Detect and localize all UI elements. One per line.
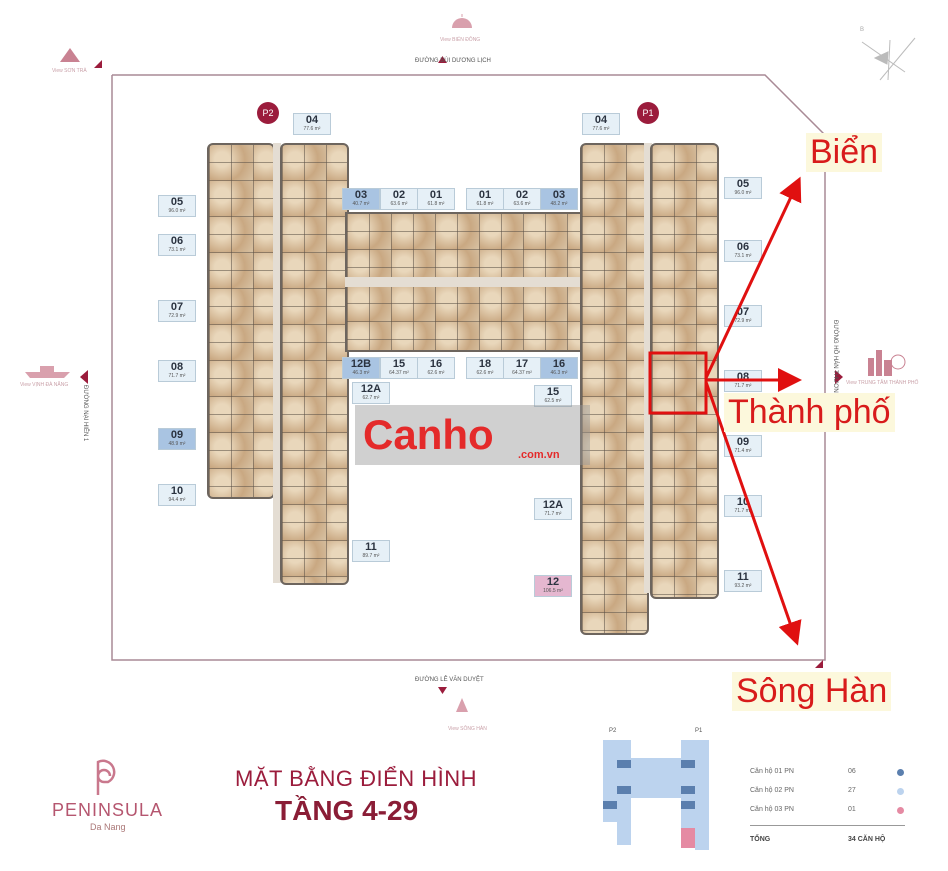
south-view-label: View SÔNG HÀN: [448, 726, 487, 732]
legend-dot-icon: [897, 769, 904, 776]
arrow-to-river-icon: [704, 381, 802, 646]
mini-p1-label: P1: [695, 728, 703, 734]
arrow-to-sea-icon: [704, 176, 802, 379]
plan-floors: TẦNG 4-29: [275, 795, 419, 826]
watermark-brand: Canho: [363, 411, 494, 458]
logo-name: PENINSULA: [52, 800, 164, 820]
east-view-label: View TRUNG TÂM THÀNH PHỐ: [846, 380, 919, 386]
sailboat-view-icon: [456, 698, 468, 712]
north-road-label: ĐƯỜNG BÙI DƯƠNG LỊCH: [415, 58, 491, 64]
legend-dot-icon: [897, 807, 904, 814]
south-road-label: ĐƯỜNG LÊ VĂN DUYỆT: [415, 677, 484, 683]
legend-label: Căn hộ 01 PN: [750, 768, 794, 775]
plan-title: MẶT BẰNG ĐIỂN HÌNH: [235, 766, 478, 791]
northwest-view-marker-icon: [94, 60, 102, 68]
watermark: Canho .com.vn: [355, 405, 590, 465]
p1-inner-wing: [580, 143, 649, 635]
north-view-label: View BIỂN ĐÔNG: [440, 37, 481, 43]
legend-count: 27: [848, 787, 856, 794]
legend-label: Căn hộ 03 PN: [750, 806, 794, 813]
p1-corridor: [644, 143, 652, 593]
legend-count: 01: [848, 806, 856, 813]
tower-badge-p2: P2: [257, 102, 279, 124]
legend-label: Căn hộ 02 PN: [750, 787, 794, 794]
sunrise-view-icon: [452, 14, 472, 28]
callout-sea: Biển: [806, 133, 883, 172]
west-view-label: View VỊNH ĐÀ NẴNG: [20, 382, 69, 388]
callout-city: Thành phố: [724, 393, 895, 432]
compass-label: B: [860, 27, 865, 33]
logo-subtitle: Da Nang: [90, 822, 126, 832]
bridge-corridor: [345, 277, 580, 287]
east-road-marker-icon: [835, 370, 843, 384]
north-road-marker-icon: [438, 56, 447, 63]
legend-total-value: 34 CĂN HỘ: [848, 836, 886, 843]
peninsula-logo-icon: [96, 759, 116, 795]
northwest-view-label: View SƠN TRÀ: [52, 68, 87, 74]
p2-inner-wing: [280, 143, 349, 585]
legend-dot-icon: [897, 788, 904, 795]
mini-p2-label: P2: [609, 728, 617, 734]
highlight-box: [648, 351, 708, 415]
west-road-marker-icon: [80, 370, 88, 384]
tower-badge-p1: P1: [637, 102, 659, 124]
watermark-domain: .com.vn: [518, 449, 560, 461]
south-road-marker-icon: [438, 687, 447, 694]
ship-view-icon: [25, 366, 70, 378]
legend-total-label: TỔNG: [750, 836, 771, 843]
legend-divider: [750, 825, 905, 826]
mountain-view-icon: [60, 48, 80, 62]
legend-count: 06: [848, 768, 856, 775]
p2-corridor: [273, 143, 281, 583]
compass-icon: [861, 37, 916, 81]
southeast-view-marker-icon: [815, 660, 823, 668]
callout-river: Sông Hàn: [732, 672, 892, 711]
p2-outer-wing: [207, 143, 275, 499]
city-view-icon: [868, 350, 906, 376]
mini-key-plan: P2 P1: [595, 728, 725, 853]
